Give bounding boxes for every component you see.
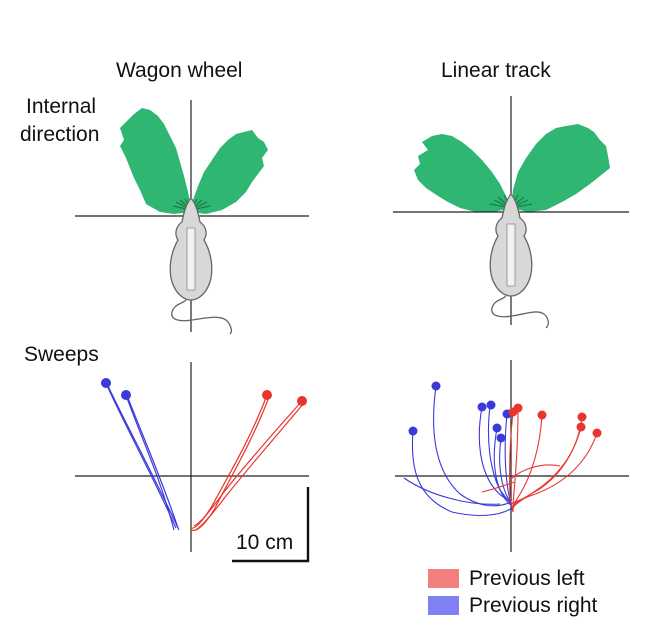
sweep-endpoint-dot — [537, 410, 547, 420]
legend-swatch — [428, 569, 459, 588]
direction-fan-right-lobe — [191, 130, 268, 214]
sweep-endpoint-dot — [262, 390, 272, 400]
legend-label: Previous left — [469, 567, 585, 590]
sweep-endpoint-dot — [592, 428, 602, 438]
title-linear-track: Linear track — [441, 59, 551, 82]
direction-fan-left-lobe — [120, 108, 191, 214]
linear-track-sweeps-panel — [395, 360, 629, 552]
sweep-endpoint-dot — [431, 381, 441, 391]
sweep-endpoint-dot — [297, 396, 307, 406]
legend-item-previous-left: Previous left — [428, 568, 585, 589]
title-wagon-wheel: Wagon wheel — [116, 59, 243, 82]
row-label-sweeps: Sweeps — [24, 343, 99, 366]
sweep-endpoint-dot — [486, 400, 496, 410]
mouse-icon — [489, 192, 549, 329]
wagon-wheel-sweeps-panel — [75, 362, 310, 563]
legend-item-previous-right: Previous right — [428, 595, 597, 616]
scale-bar — [232, 487, 310, 563]
mouse-icon — [169, 196, 232, 335]
direction-fan-right-lobe — [511, 124, 610, 212]
sweep-endpoint-dot — [477, 402, 487, 412]
direction-fan-left-lobe — [414, 134, 511, 212]
linear-track-direction-panel — [393, 96, 629, 329]
sweep-endpoint-dot — [577, 412, 587, 422]
mouse-spine-marker — [186, 227, 196, 291]
sweeps-previous-left — [481, 409, 598, 513]
mouse-spine-marker — [506, 223, 516, 287]
row-label-internal: Internal — [26, 95, 97, 118]
sweep-endpoint-dot — [121, 390, 131, 400]
sweeps-previous-left — [189, 394, 305, 531]
sweep-endpoint-dot — [408, 426, 418, 436]
scale-bar-label: 10 cm — [236, 531, 294, 554]
legend-swatch — [428, 596, 459, 615]
sweep-endpoint-dot — [513, 403, 523, 413]
sweep-endpoint-dot — [496, 433, 506, 443]
sweep-endpoint-dot — [101, 378, 111, 388]
sweeps-previous-right — [403, 385, 513, 517]
legend-label: Previous right — [469, 594, 598, 617]
sweep-endpoint-dot — [492, 423, 502, 433]
wagon-wheel-direction-panel — [75, 100, 309, 335]
sweep-endpoint-dot — [576, 422, 586, 432]
row-label-direction: direction — [20, 123, 100, 146]
sweeps-previous-right — [105, 382, 180, 531]
